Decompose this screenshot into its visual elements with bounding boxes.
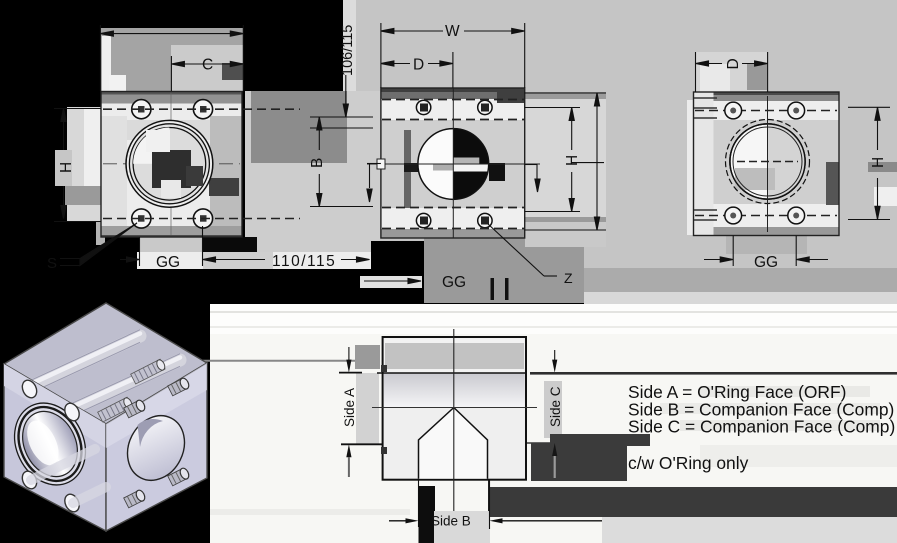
svg-text:H: H xyxy=(58,162,75,173)
svg-text:106/115: 106/115 xyxy=(340,25,356,76)
svg-text:S: S xyxy=(47,255,57,272)
svg-text:D: D xyxy=(725,58,742,69)
svg-text:B: B xyxy=(309,158,326,168)
svg-text:Side C: Side C xyxy=(548,386,563,427)
svg-text:W: W xyxy=(445,23,460,40)
svg-text:110/115: 110/115 xyxy=(272,253,336,270)
svg-text:D: D xyxy=(413,57,424,74)
svg-text:Side B: Side B xyxy=(431,514,471,529)
svg-text:c/w O'Ring only: c/w O'Ring only xyxy=(628,453,749,473)
svg-text:GG: GG xyxy=(156,254,180,271)
svg-text:C: C xyxy=(202,57,213,74)
svg-text:GG: GG xyxy=(754,254,778,271)
svg-text:Side A = O'Ring Face (ORF): Side A = O'Ring Face (ORF) xyxy=(628,382,846,402)
svg-text:Z: Z xyxy=(564,270,573,286)
svg-text:H: H xyxy=(870,157,887,168)
svg-text:GG: GG xyxy=(442,274,466,291)
svg-text:H: H xyxy=(564,155,581,166)
svg-text:Side A: Side A xyxy=(342,388,357,427)
svg-text:Side B = Companion Face (Comp): Side B = Companion Face (Comp) xyxy=(628,400,894,420)
svg-text:Side C = Companion Face (Comp): Side C = Companion Face (Comp) xyxy=(628,417,895,437)
